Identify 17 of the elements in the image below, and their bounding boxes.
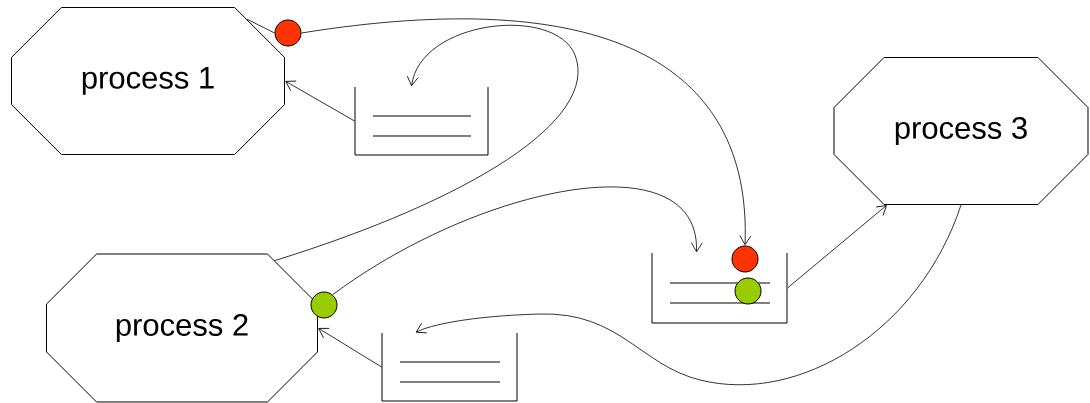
arrow [415,204,962,385]
arrow [332,186,703,296]
process-octagon: process 2 [46,253,318,403]
token-circle [274,19,302,47]
arrow [285,80,355,122]
process-octagon: process 1 [11,7,285,155]
queue-buffer [651,252,788,324]
queue-buffer [381,332,518,402]
arrow [274,24,579,261]
token-circle [310,291,338,319]
token-circle [734,277,762,305]
token-circle [731,245,759,273]
arrow [318,328,382,368]
arrow [301,18,752,246]
process-octagon: process 3 [833,57,1089,205]
queue-buffer [354,86,489,156]
arrow [787,205,887,289]
